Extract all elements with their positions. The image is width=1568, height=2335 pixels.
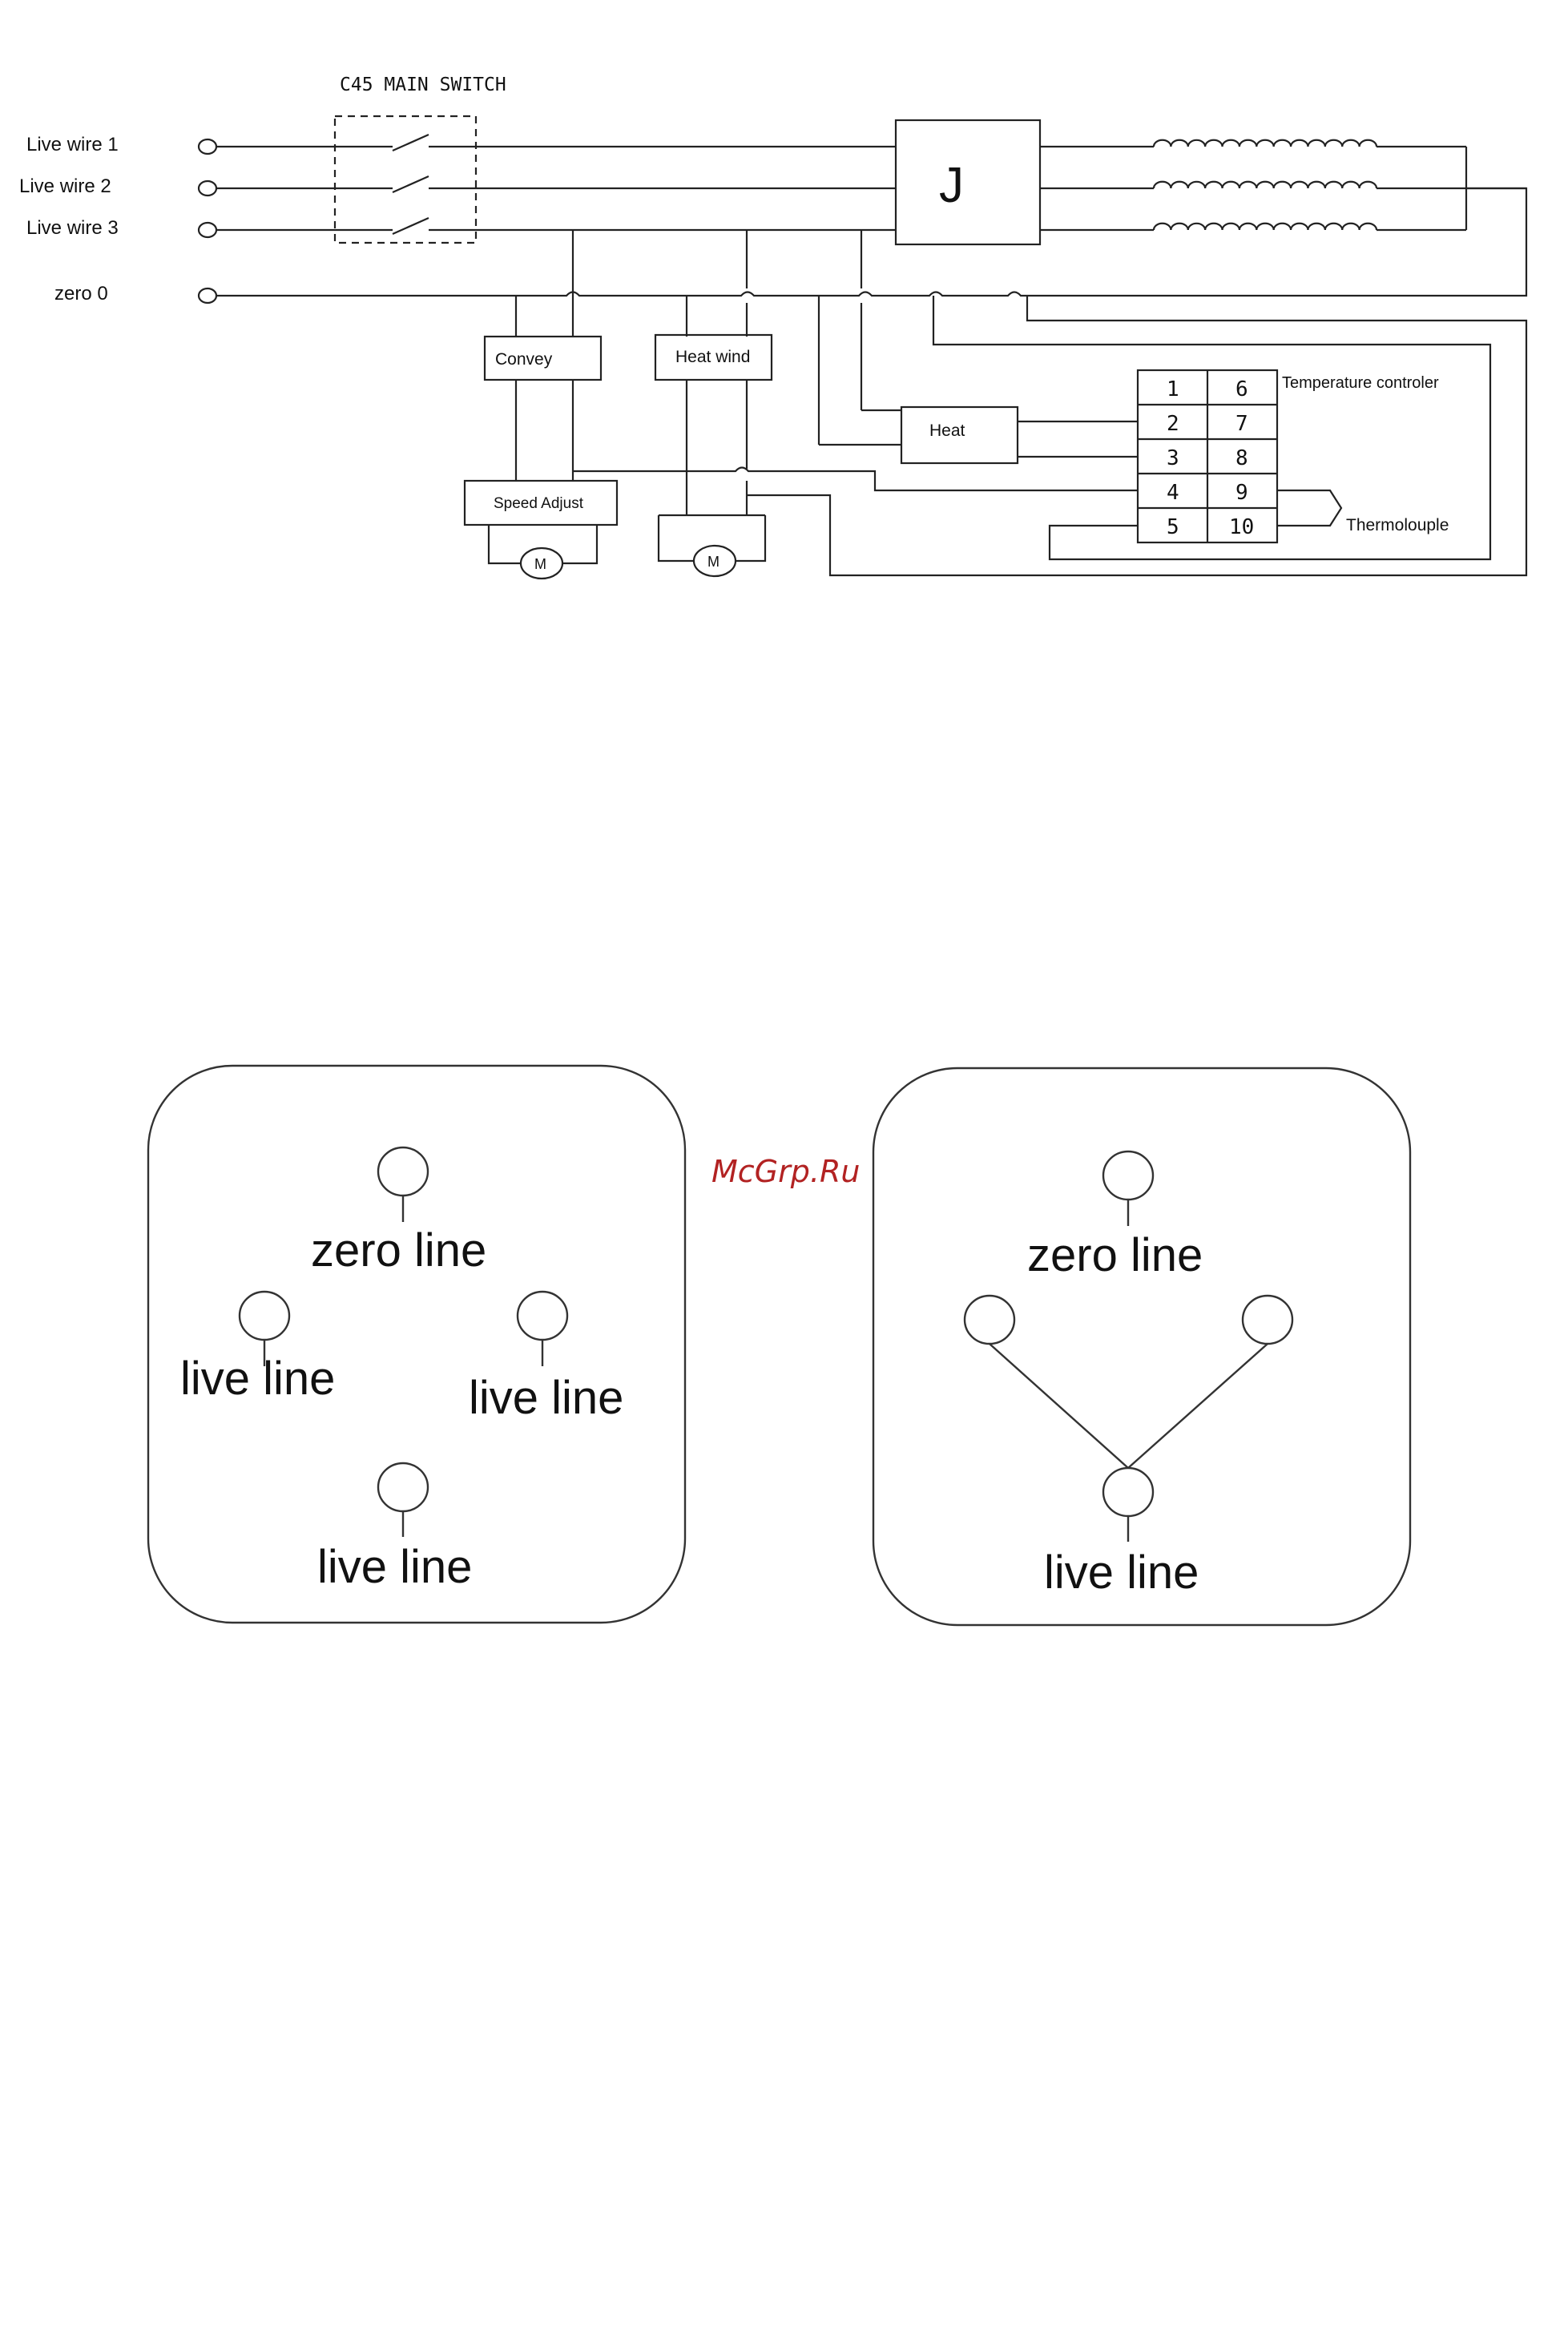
- right-live-line-label: live line: [1044, 1547, 1199, 1599]
- left-live-line-label-1: live line: [180, 1353, 335, 1405]
- switch-contacts: [393, 135, 429, 234]
- terminal-number: 1: [1167, 377, 1179, 401]
- thermocouple-symbol: [1277, 490, 1341, 526]
- zero-wire: [216, 188, 1526, 296]
- terminal-number: 8: [1235, 446, 1248, 470]
- convey-motor-label: M: [534, 556, 546, 572]
- thermocouple-label: Thermolouple: [1346, 516, 1449, 534]
- terminal-number: 7: [1235, 412, 1248, 436]
- terminal-number: 4: [1167, 481, 1179, 505]
- wiring-text: C45 MAIN SWITCH Live wire 1 Live wire 2 …: [19, 75, 1449, 572]
- heat-label: Heat: [929, 421, 965, 440]
- terminal-label-live-3: Live wire 3: [26, 217, 119, 239]
- right-zero-line-label: zero line: [1027, 1229, 1203, 1281]
- speed-adjust-label: Speed Adjust: [494, 495, 584, 512]
- terminal-number: 5: [1167, 515, 1179, 539]
- heat-wind-motor-label: M: [707, 554, 720, 570]
- left-socket-text: zero line live line live line live line: [180, 1224, 623, 1593]
- right-socket-text: zero line live line: [1027, 1229, 1203, 1599]
- terminal-number: 6: [1235, 377, 1248, 401]
- terminal-number: 9: [1235, 481, 1248, 505]
- terminal-circles: [199, 139, 216, 303]
- heating-coil-2: [1154, 182, 1377, 188]
- temperature-controller-label: Temperature controler: [1282, 374, 1439, 392]
- terminal-number: 10: [1229, 515, 1254, 539]
- left-socket-diagram: [148, 1066, 685, 1623]
- terminal-number: 3: [1167, 446, 1179, 470]
- terminal-label-live-2: Live wire 2: [19, 175, 111, 197]
- left-live-line-label-3: live line: [317, 1541, 472, 1593]
- contactor-box: [896, 120, 1040, 244]
- main-switch-box: [335, 116, 476, 243]
- heat-wind-label: Heat wind: [675, 348, 750, 366]
- right-socket-diagram: [873, 1068, 1410, 1625]
- contactor-symbol: J: [939, 158, 964, 213]
- wiring-diagram: [199, 116, 1526, 579]
- left-live-line-label-2: live line: [469, 1372, 623, 1424]
- terminal-number: 2: [1167, 412, 1179, 436]
- heating-coil-3: [1154, 224, 1377, 230]
- terminal-label-zero: zero 0: [54, 283, 108, 304]
- right-socket-outline: [873, 1068, 1410, 1625]
- left-socket-outline: [148, 1066, 685, 1623]
- convey-label: Convey: [495, 350, 553, 369]
- left-zero-line-label: zero line: [311, 1224, 486, 1276]
- watermark: McGrp.Ru: [711, 1154, 860, 1189]
- main-switch-label: C45 MAIN SWITCH: [340, 75, 506, 95]
- live-wires: [216, 147, 896, 230]
- terminal-label-live-1: Live wire 1: [26, 134, 119, 155]
- heating-coil-1: [1154, 140, 1377, 147]
